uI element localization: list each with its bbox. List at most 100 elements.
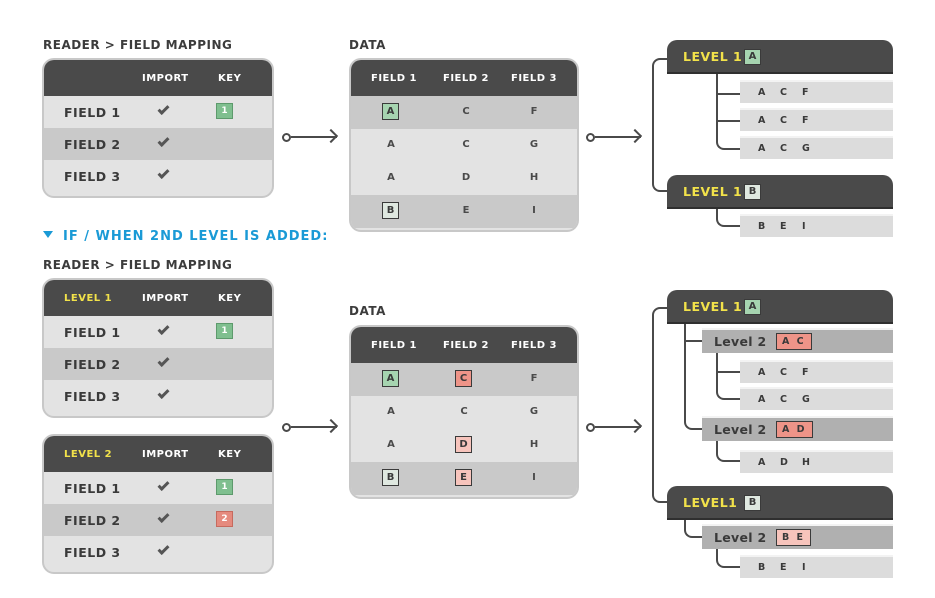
leaf-value: E <box>780 562 787 573</box>
data-cell-key: E <box>455 469 472 486</box>
data-row: A D H <box>351 162 577 195</box>
mapping-header: IMPORT KEY <box>44 60 272 96</box>
tree-connector <box>716 209 740 227</box>
data-column-header: FIELD 3 <box>511 340 557 351</box>
arrow-connector <box>282 128 340 144</box>
check-icon <box>157 542 170 556</box>
leaf-value: G <box>802 394 810 405</box>
data-cell: C <box>462 139 470 150</box>
arrow-line <box>291 136 337 138</box>
top-data-heading: DATA <box>349 38 386 52</box>
check-icon <box>157 478 170 492</box>
leaf-value: C <box>780 87 787 98</box>
data-cell: D <box>461 172 471 183</box>
tree-connector <box>684 341 702 430</box>
tree-level1-group: LEVEL 1 A <box>667 290 893 324</box>
field-name: FIELD 2 <box>64 357 121 372</box>
tree-level1-group: LEVEL1 B <box>667 486 893 520</box>
tree-level2-group: Level 2 B E <box>702 524 893 549</box>
field-name: FIELD 3 <box>64 389 121 404</box>
check-icon <box>157 510 170 524</box>
data-cell: A <box>387 172 395 183</box>
arrow-connector <box>282 418 340 434</box>
leaf-value: I <box>802 562 806 573</box>
leaf-value: C <box>780 367 787 378</box>
check-icon <box>157 354 170 368</box>
data-column-header: FIELD 2 <box>443 73 489 84</box>
arrow-origin-dot <box>282 133 291 142</box>
tree-leaf-row: A C G <box>740 387 893 410</box>
import-column-header: IMPORT <box>142 73 189 84</box>
data-cell: E <box>462 205 470 216</box>
data-column-header: FIELD 3 <box>511 73 557 84</box>
arrow-connector <box>586 128 644 144</box>
field-name: FIELD 2 <box>64 137 121 152</box>
level-column-header: LEVEL 2 <box>64 449 113 460</box>
mapping-row: FIELD 3 <box>44 380 272 412</box>
field-name: FIELD 2 <box>64 513 121 528</box>
leaf-value: A <box>758 457 766 468</box>
data-cell: F <box>530 373 538 384</box>
arrow-connector <box>586 418 644 434</box>
bottom-mapping-heading: READER > FIELD MAPPING <box>43 258 233 272</box>
tree-connector <box>716 74 718 94</box>
tree-connector <box>716 120 740 122</box>
tree-connector <box>684 520 702 538</box>
leaf-value: F <box>802 367 809 378</box>
tree-level1-group: LEVEL 1 A <box>667 40 893 74</box>
level2-key-badge: B E <box>776 529 812 546</box>
level2-key-badge: A D <box>776 421 813 438</box>
mapping-row: FIELD 2 <box>44 128 272 160</box>
tree-leaf-row: B E I <box>740 555 893 578</box>
level-column-header: LEVEL 1 <box>64 293 113 304</box>
data-row: B E I <box>351 195 577 228</box>
key-badge: 1 <box>216 103 233 119</box>
tree-level2-group: Level 2 A C <box>702 328 893 353</box>
data-cell: G <box>529 406 539 417</box>
level2-key-badge: A C <box>776 333 812 350</box>
leaf-value: C <box>780 394 787 405</box>
top-mapping-heading: READER > FIELD MAPPING <box>43 38 233 52</box>
level-label: LEVEL1 <box>683 495 738 510</box>
leaf-value: B <box>758 221 766 232</box>
bottom-data-heading: DATA <box>349 304 386 318</box>
mapping-row: FIELD 2 <box>44 348 272 380</box>
tree-connector <box>652 136 670 192</box>
leaf-value: F <box>802 87 809 98</box>
section-heading-text: IF / WHEN 2ND LEVEL IS ADDED: <box>63 229 329 244</box>
tree-leaf-row: A C F <box>740 360 893 383</box>
level2-label: Level 2 <box>714 530 767 545</box>
tree-connector <box>716 93 740 95</box>
tree-connector <box>716 441 740 462</box>
mapping-row: FIELD 1 1 <box>44 96 272 128</box>
tree-connector <box>716 372 740 400</box>
leaf-value: C <box>780 115 787 126</box>
tree-connector <box>716 121 740 150</box>
tree-leaf-row: A D H <box>740 450 893 473</box>
mapping-header: LEVEL 2 IMPORT KEY <box>44 436 272 472</box>
mapping-row: FIELD 1 1 <box>44 472 272 504</box>
field-name: FIELD 1 <box>64 105 121 120</box>
check-icon <box>157 102 170 116</box>
data-cell-key: B <box>382 469 399 486</box>
data-cell: H <box>529 439 539 450</box>
tree-connector <box>716 353 718 373</box>
mapping-row: FIELD 1 1 <box>44 316 272 348</box>
leaf-value: H <box>802 457 810 468</box>
field-name: FIELD 1 <box>64 481 121 496</box>
tree-leaf-row: A C G <box>740 136 893 159</box>
data-cell: I <box>532 205 536 216</box>
arrow-head-icon <box>627 128 643 144</box>
level-key-badge: B <box>744 495 761 511</box>
mapping-row: FIELD 3 <box>44 160 272 192</box>
arrow-line <box>291 426 337 428</box>
level-key-badge: A <box>744 299 761 315</box>
second-level-section-heading: IF / WHEN 2ND LEVEL IS ADDED: <box>43 229 328 244</box>
level-label: LEVEL 1 <box>683 299 743 314</box>
top-mapping-panel: IMPORT KEY FIELD 1 1 FIELD 2 FIELD 3 <box>42 58 274 198</box>
top-data-panel: FIELD 1 FIELD 2 FIELD 3 A C F A C G A D … <box>349 58 579 232</box>
data-cell-key: D <box>455 436 472 453</box>
key-badge: 1 <box>216 479 233 495</box>
field-name: FIELD 3 <box>64 545 121 560</box>
leaf-value: A <box>758 87 766 98</box>
